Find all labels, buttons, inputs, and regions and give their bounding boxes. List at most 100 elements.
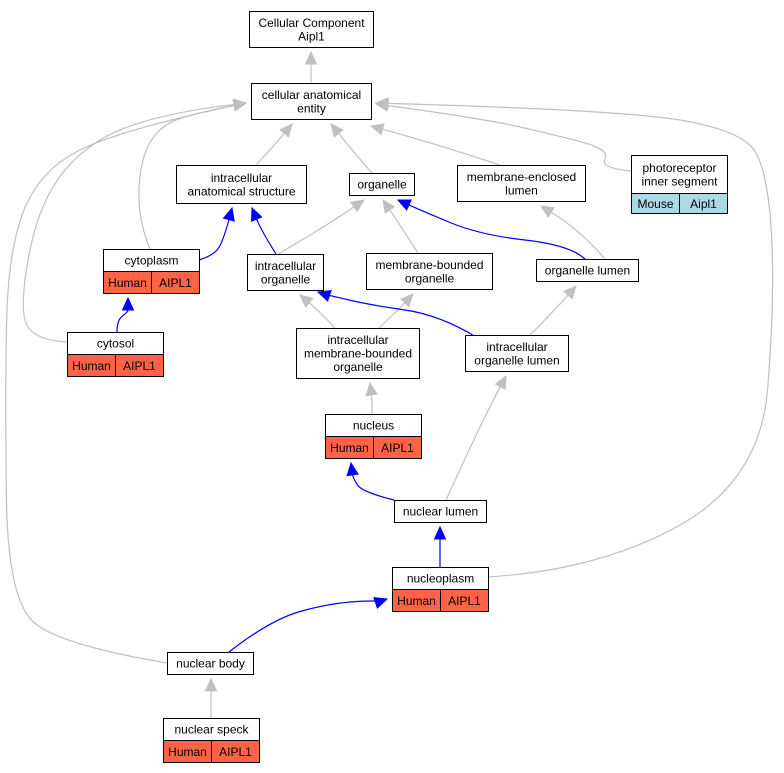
edge-cellular-anatomical-entity-to-cellular-component — [304, 50, 318, 83]
gene-label: AIPL1 — [219, 745, 252, 759]
arrowhead — [121, 296, 135, 311]
edge-layer — [5, 50, 774, 718]
edge-line — [198, 219, 230, 261]
edge-line — [387, 102, 774, 578]
gene-cell — [151, 271, 200, 294]
arrowhead — [330, 123, 344, 138]
edge-intracellular-organelle-lumen-to-intracellular-organelle — [316, 289, 477, 338]
node-label: Cellular Component — [258, 16, 365, 30]
species-label: Mouse — [637, 197, 673, 211]
node-label: anatomical structure — [187, 184, 295, 198]
edge-nuclear-speck-to-nuclear-body — [204, 677, 218, 718]
arrowhead — [382, 199, 396, 214]
edge-cytosol-to-cytoplasm — [116, 296, 135, 333]
edge-membrane-bounded-organelle-to-organelle — [382, 199, 419, 254]
gene-label: AIPL1 — [448, 594, 481, 608]
node-box — [176, 165, 307, 204]
arrowhead — [346, 461, 359, 477]
gene-label: AIPL1 — [159, 276, 192, 290]
edge-line — [255, 132, 285, 166]
node-label: organelle lumen — [545, 264, 630, 278]
arrowhead — [232, 99, 248, 112]
node-label: nucleoplasm — [407, 572, 474, 586]
node-label: intracellular — [255, 259, 316, 273]
arrowhead — [251, 206, 263, 222]
node-label: nuclear body — [176, 657, 245, 671]
node-organelle-lumen[interactable]: organelle lumen — [536, 259, 639, 282]
node-nuclear-body[interactable]: nuclear body — [167, 652, 254, 675]
node-box — [465, 335, 569, 372]
edge-line — [529, 294, 569, 336]
edge-intracellular-membrane-bounded-organelle-to-intracellular-organelle — [299, 294, 336, 329]
node-label: intracellular — [486, 340, 547, 354]
edge-line — [351, 474, 395, 501]
node-box — [394, 500, 487, 523]
node-label: nuclear lumen — [403, 505, 478, 519]
edge-intracellular-organelle-to-organelle — [277, 199, 365, 255]
edge-line — [327, 294, 477, 338]
species-label: Human — [168, 745, 207, 759]
arrowhead — [365, 381, 378, 397]
node-label: lumen — [505, 183, 538, 197]
edge-photoreceptor-inner-segment-to-cellular-anatomical-entity — [374, 99, 632, 172]
node-box — [366, 253, 493, 290]
arrowhead — [539, 205, 555, 218]
gene-label: Aipl1 — [690, 197, 717, 211]
edge-intracellular-organelle-to-intracellular-anatomical-structure — [251, 206, 277, 255]
edge-line — [5, 104, 235, 664]
node-label: intracellular — [327, 333, 388, 347]
node-box — [296, 328, 420, 379]
node-box — [631, 155, 728, 194]
node-label: cytosol — [97, 337, 134, 351]
gene-label: AIPL1 — [381, 441, 414, 455]
node-label: membrane-bounded — [375, 258, 483, 272]
arrowhead — [433, 525, 447, 540]
arrowhead — [396, 199, 412, 211]
edge-line — [228, 600, 379, 653]
node-box — [457, 165, 586, 202]
node-label: cytoplasm — [124, 254, 178, 268]
gene-cell — [373, 436, 422, 459]
edge-membrane-enclosed-lumen-to-cellular-anatomical-entity — [369, 123, 501, 166]
node-label: membrane-bounded — [304, 347, 412, 361]
node-box — [349, 173, 415, 196]
edge-line — [389, 209, 419, 254]
edge-nuclear-lumen-to-nucleus — [346, 461, 395, 501]
gene-cell — [679, 193, 728, 214]
edge-line — [387, 105, 632, 172]
arrowhead — [373, 596, 389, 609]
node-box — [536, 259, 639, 282]
arrowhead — [369, 123, 385, 136]
arrowhead — [494, 374, 507, 390]
edge-nucleoplasm-to-nuclear-lumen — [433, 525, 447, 567]
edge-intracellular-membrane-bounded-organelle-to-membrane-bounded-organelle — [378, 293, 414, 329]
node-box — [247, 254, 324, 291]
node-label: inner segment — [641, 174, 718, 188]
arrowhead — [350, 199, 365, 213]
edge-line — [308, 302, 336, 329]
edge-line — [22, 103, 235, 343]
edge-line — [550, 211, 606, 260]
node-nuclear-lumen[interactable]: nuclear lumen — [394, 500, 487, 523]
node-label: membrane-enclosed — [467, 170, 576, 184]
gene-cell — [440, 589, 489, 612]
edge-line — [338, 132, 373, 174]
node-organelle[interactable]: organelle — [349, 173, 415, 196]
arrowhead — [204, 677, 218, 692]
edge-nucleus-to-intracellular-membrane-bounded-organelle — [365, 381, 378, 415]
